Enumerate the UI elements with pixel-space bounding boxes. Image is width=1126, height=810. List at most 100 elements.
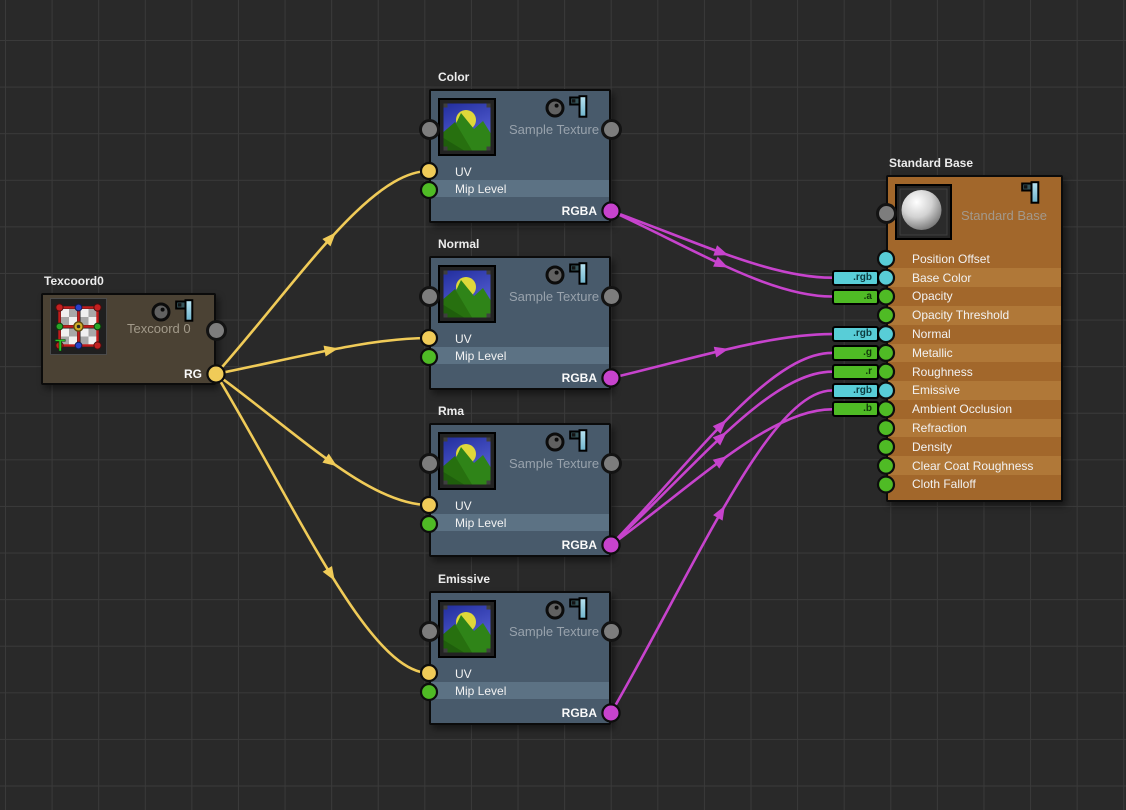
input-row-emissive[interactable]: Emissive [888, 381, 1061, 400]
wire-texcoord0-RG-to-emissive-UV[interactable] [214, 373, 430, 675]
input-port-label: UV [455, 164, 472, 179]
preview-toggle-icon[interactable] [569, 95, 588, 125]
visibility-dial-icon[interactable] [545, 600, 565, 625]
wire-arrowhead [713, 245, 729, 256]
wire-arrowhead [322, 565, 335, 581]
swizzle-tag-emissive[interactable]: .rgb [832, 382, 879, 399]
input-port-label: Position Offset [912, 251, 990, 266]
wire-texcoord0-RG-to-color-UV[interactable] [215, 169, 430, 375]
connection-slot[interactable] [205, 319, 227, 341]
wire-rma-RGBA-to-standard_base-Metallic[interactable] [610, 351, 833, 546]
swizzle-tag-opacity[interactable]: .a [832, 288, 879, 305]
input-row-clear-coat-roughness[interactable]: Clear Coat Roughness [888, 456, 1061, 476]
connection-slot[interactable] [418, 452, 440, 474]
preview-toggle-icon[interactable] [1021, 181, 1040, 211]
wire-rma-RGBA-to-standard_base-Roughness[interactable] [610, 370, 833, 546]
swizzle-tag-base-color[interactable]: .rgb [832, 269, 879, 286]
wire-arrowhead [323, 345, 339, 357]
wire-arrowhead [322, 453, 338, 467]
wire-arrowhead [712, 455, 728, 469]
output-port-label-rgba: RGBA [561, 371, 597, 385]
output-port-label-rgba: RGBA [561, 204, 597, 218]
preview-toggle-icon[interactable] [569, 597, 588, 627]
visibility-dial-icon[interactable] [545, 98, 565, 123]
input-row-refraction[interactable]: Refraction [888, 418, 1061, 438]
input-port-label: Refraction [912, 421, 967, 436]
input-row-opacity[interactable]: Opacity [888, 287, 1061, 306]
input-row-metallic[interactable]: Metallic [888, 343, 1061, 363]
input-row-uv[interactable]: UV [431, 497, 609, 514]
input-port-label: Emissive [912, 383, 961, 398]
swizzle-tag-roughness[interactable]: .r [832, 363, 879, 380]
visibility-dial-icon[interactable] [151, 302, 171, 327]
preview-toggle-icon[interactable] [569, 262, 588, 292]
node-inner-label: Sample Texture [509, 289, 600, 304]
input-row-opacity-threshold[interactable]: Opacity Threshold [888, 305, 1061, 325]
wire-rma-RGBA-to-standard_base-Ambient Occlusion[interactable] [610, 408, 833, 547]
wire-color-RGBA-to-standard_base-Base Color[interactable] [610, 209, 833, 279]
output-port-label-rgba: RGBA [561, 706, 597, 720]
wire-normal-RGBA-to-standard_base-Normal[interactable] [610, 332, 833, 380]
input-row-density[interactable]: Density [888, 438, 1061, 457]
input-port-label: Normal [912, 327, 951, 342]
swizzle-tag-metallic[interactable]: .g [832, 344, 879, 361]
input-port-label: Mip Level [455, 683, 507, 698]
input-row-normal[interactable]: Normal [888, 325, 1061, 344]
input-row-mip-level[interactable]: Mip Level [431, 180, 609, 197]
input-port-label: Opacity Threshold [912, 308, 1010, 323]
input-row-base-color[interactable]: Base Color [888, 268, 1061, 288]
input-row-uv[interactable]: UV [431, 163, 609, 180]
input-row-roughness[interactable]: Roughness [888, 362, 1061, 381]
connection-slot[interactable] [600, 620, 622, 642]
node-title: Normal [438, 237, 480, 251]
output-port-label-rgba: RGBA [561, 538, 597, 552]
input-port-label: Roughness [912, 364, 973, 379]
preview-toggle-icon[interactable] [175, 299, 194, 329]
connection-slot[interactable] [600, 452, 622, 474]
wire-emissive-RGBA-to-standard_base-Emissive[interactable] [609, 389, 833, 714]
landscape-image-icon [438, 98, 496, 161]
connection-slot[interactable] [418, 285, 440, 307]
node-standard_base[interactable]: Standard Base Standard Base Position Off… [875, 156, 1063, 502]
connection-slot[interactable] [600, 118, 622, 140]
input-row-ambient-occlusion[interactable]: Ambient Occlusion [888, 400, 1061, 419]
input-port-label: Density [912, 439, 953, 454]
connection-slot[interactable] [418, 620, 440, 642]
input-row-mip-level[interactable]: Mip Level [431, 682, 609, 699]
visibility-dial-icon[interactable] [545, 432, 565, 457]
visibility-dial-icon[interactable] [545, 265, 565, 290]
connection-slot[interactable] [875, 202, 897, 224]
input-row-uv[interactable]: UV [431, 665, 609, 682]
input-row-mip-level[interactable]: Mip Level [431, 347, 609, 364]
preview-toggle-icon[interactable] [569, 429, 588, 459]
node-title: Standard Base [889, 156, 974, 170]
input-row-position-offset[interactable]: Position Offset [888, 250, 1061, 269]
connection-slot[interactable] [418, 118, 440, 140]
wire-color-RGBA-to-standard_base-Opacity[interactable] [610, 209, 833, 298]
input-port-label: UV [455, 331, 472, 346]
landscape-image-icon [438, 600, 496, 663]
node-title: Emissive [438, 572, 491, 586]
node-inner-label: Sample Texture [509, 624, 600, 639]
input-row-uv[interactable]: UV [431, 330, 609, 347]
input-row-cloth-falloff[interactable]: Cloth Falloff [888, 475, 1061, 494]
input-row-mip-level[interactable]: Mip Level [431, 514, 609, 531]
input-port-label: Metallic [912, 345, 953, 360]
node-title: Rma [438, 404, 465, 418]
node-inner-label: Sample Texture [509, 122, 600, 137]
wire-arrowhead [322, 232, 336, 247]
wire-arrowhead [712, 419, 727, 434]
input-port-label: Base Color [912, 270, 972, 285]
wire-texcoord0-RG-to-normal-UV[interactable] [215, 336, 430, 376]
swizzle-tag-ambient-occlusion[interactable]: .b [832, 401, 879, 418]
swizzle-tag-normal[interactable]: .rgb [832, 326, 879, 343]
connection-slot[interactable] [600, 285, 622, 307]
node-inner-label: Sample Texture [509, 456, 600, 471]
wire-texcoord0-RG-to-rma-UV[interactable] [215, 372, 430, 507]
